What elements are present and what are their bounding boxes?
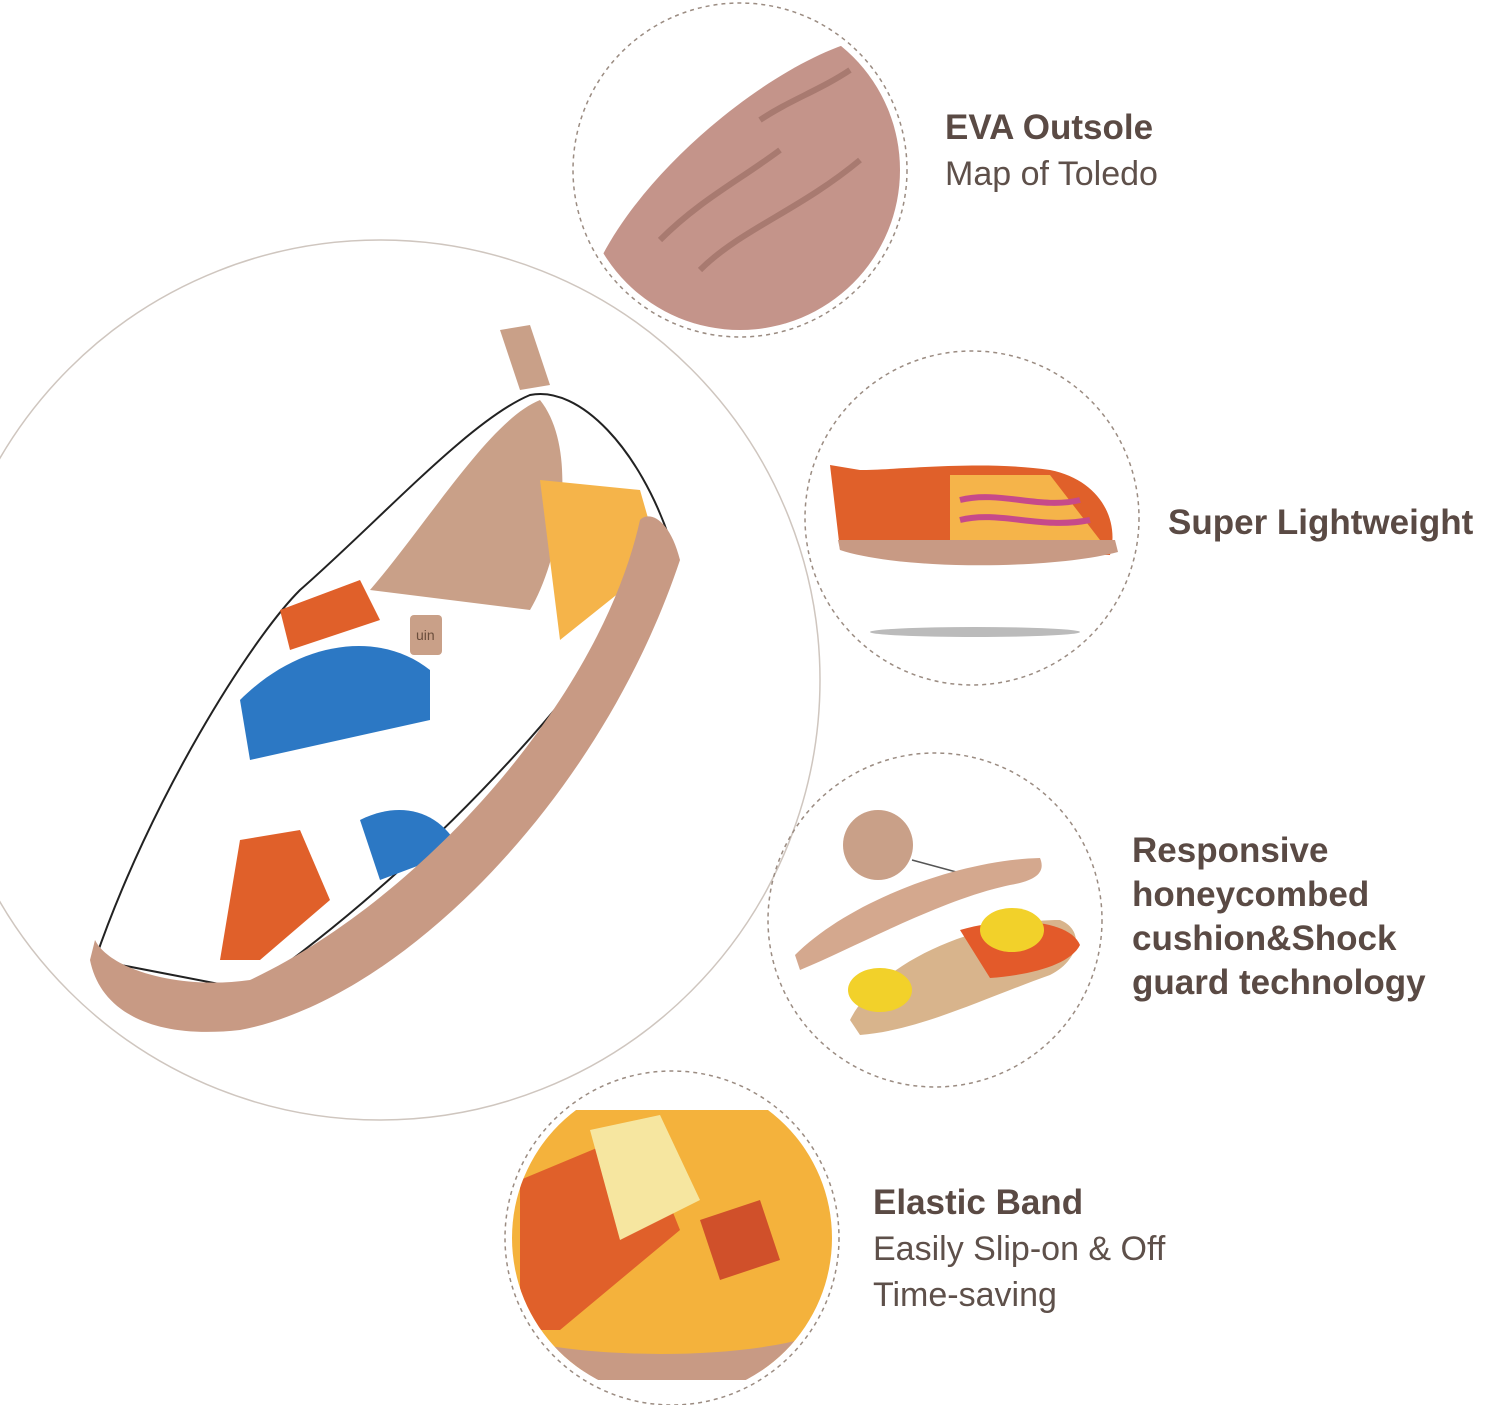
feature-super-lightweight: Super Lightweight [1168, 500, 1473, 546]
feature-cushion: Responsive honeycombed cushion&Shock gua… [1132, 829, 1426, 1005]
main-shoe-image: uin [90, 325, 680, 1032]
elastic-detail-circle [504, 1070, 840, 1405]
feature-elastic-band: Elastic Band Easily Slip-on & Off Time-s… [873, 1180, 1165, 1318]
feature-title-line: cushion&Shock [1132, 919, 1397, 958]
insole-image [795, 810, 1080, 1035]
outsole-detail-circle [572, 2, 908, 338]
lightweight-detail-circle [804, 350, 1140, 686]
feature-title: EVA Outsole [945, 108, 1154, 147]
outsole-image [600, 40, 900, 330]
feature-title-line: honeycombed [1132, 875, 1370, 914]
feature-title-line: Responsive [1132, 831, 1329, 870]
feature-subtitle: Map of Toledo [945, 155, 1158, 193]
main-product-circle [0, 239, 821, 1121]
feature-title-line: guard technology [1132, 963, 1426, 1002]
feature-subtitle: Easily Slip-on & Off [873, 1230, 1166, 1268]
elastic-band-image [512, 1110, 832, 1380]
feature-title: Elastic Band [873, 1183, 1084, 1222]
insole-detail-circle [767, 752, 1103, 1088]
feature-eva-outsole: EVA Outsole Map of Toledo [945, 105, 1158, 197]
feature-subtitle: Time-saving [873, 1276, 1057, 1314]
lightweight-shoe-image [830, 465, 1118, 637]
feature-title: Super Lightweight [1168, 503, 1474, 542]
tab-logo: uin [416, 627, 435, 643]
